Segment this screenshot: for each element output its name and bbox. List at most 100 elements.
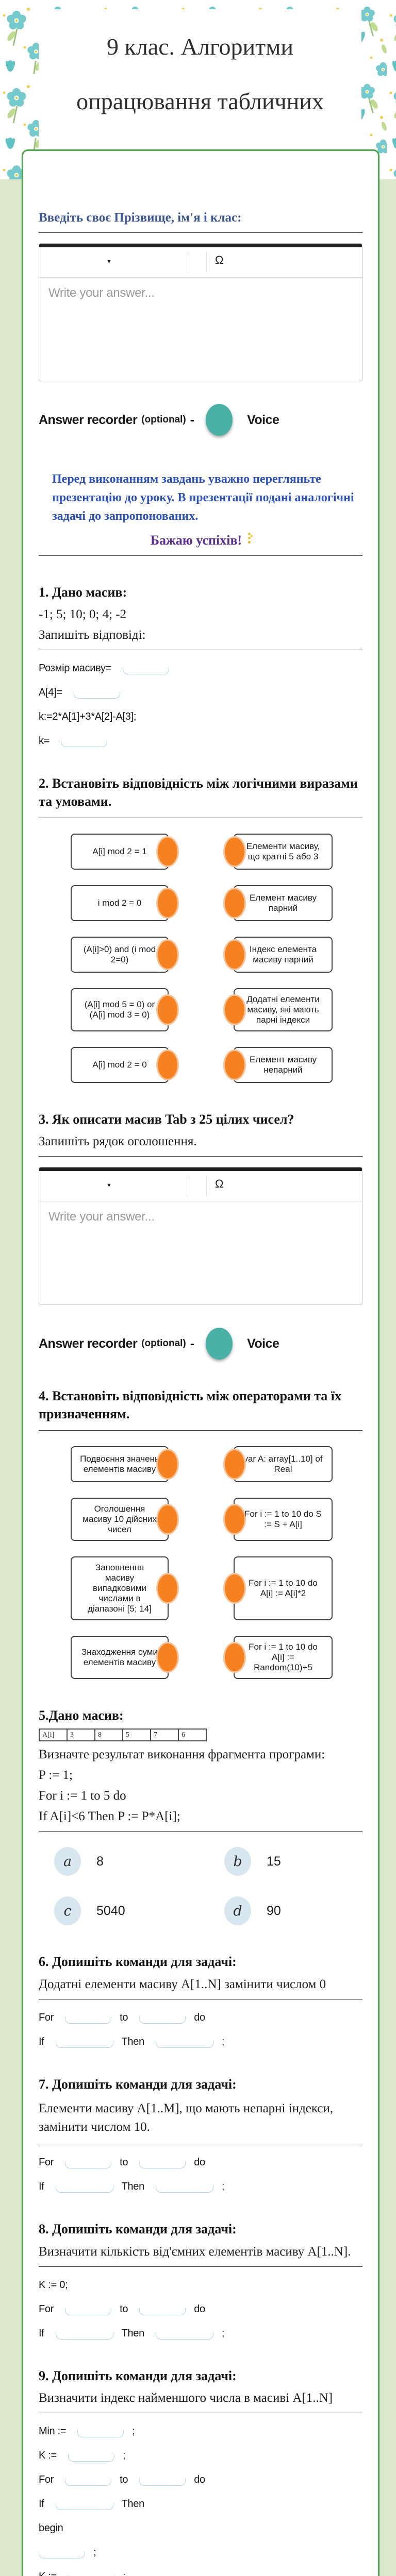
- q1-title: 1. Дано масив:: [39, 585, 127, 600]
- option-a[interactable]: a 8: [54, 1847, 224, 1876]
- special-characters-button[interactable]: Ω: [215, 253, 224, 266]
- match-right-box[interactable]: var A: array[1..10] of Real: [223, 1446, 333, 1482]
- match-left-box[interactable]: A[i] mod 2 = 1: [71, 833, 179, 870]
- match-pair-row: Знаходження суми елементів масиву For i …: [71, 1635, 362, 1679]
- connector-dot-icon[interactable]: [156, 1448, 179, 1480]
- connector-dot-icon[interactable]: [156, 1572, 179, 1604]
- table-row: A[i] 3 8 5 7 6: [39, 1728, 207, 1742]
- connector-dot-icon[interactable]: [156, 994, 179, 1025]
- answer-blank[interactable]: [155, 2185, 213, 2193]
- optional-label: (optional): [141, 414, 186, 425]
- connector-dot-icon[interactable]: [223, 1503, 246, 1535]
- voice-record-button[interactable]: [206, 1328, 233, 1360]
- answer-blank[interactable]: [123, 667, 170, 675]
- connector-dot-icon[interactable]: [223, 1641, 246, 1673]
- match-right-box[interactable]: For i := 1 to 10 do A[i] := A[i]*2: [223, 1556, 333, 1620]
- answer-blank[interactable]: [55, 2185, 113, 2193]
- voice-record-button[interactable]: [206, 404, 233, 436]
- match-left-box[interactable]: A[i] mod 2 = 0: [71, 1046, 179, 1083]
- connector-dot-icon[interactable]: [223, 994, 246, 1025]
- answer-blank[interactable]: [139, 2478, 186, 2486]
- connector-dot-icon[interactable]: [156, 887, 179, 919]
- match-left-box[interactable]: Знаходження суми елементів масиву: [71, 1635, 179, 1679]
- match-left-box[interactable]: i mod 2 = 0: [71, 885, 179, 921]
- option-value: 15: [267, 1854, 281, 1869]
- match-pair-row: Заповнення масиву випадковими числами в …: [71, 1556, 362, 1620]
- answer-blank[interactable]: [77, 2430, 124, 2437]
- match-right-label: For i := 1 to 10 do S := S + A[i]: [244, 1509, 322, 1529]
- q5-code-line: P := 1;: [39, 1768, 73, 1783]
- answer-blank[interactable]: [39, 2551, 85, 2558]
- match-left-box[interactable]: Подвоєння значень елементів масиву: [71, 1446, 179, 1482]
- option-c[interactable]: c 5040: [54, 1896, 224, 1926]
- answer-blank[interactable]: [55, 2332, 113, 2340]
- answer-blank[interactable]: [65, 2478, 112, 2486]
- connector-dot-icon[interactable]: [156, 939, 179, 970]
- connector-dot-icon[interactable]: [223, 1448, 246, 1480]
- connector-dot-icon[interactable]: [223, 1572, 246, 1604]
- chevron-down-icon[interactable]: ▼: [106, 1182, 112, 1189]
- divider: [39, 1156, 362, 1157]
- match-right-label: Елементи масиву, що кратні 5 або 3: [246, 841, 320, 861]
- answer-textarea[interactable]: Write your answer...: [48, 1210, 155, 1224]
- intro-text: Перед виконанням завдань уважно переглян…: [52, 472, 354, 523]
- match-left-label: (A[i]>0) and (i mod 2=0): [83, 944, 156, 964]
- answer-recorder-row: Answer recorder (optional) - Voice: [39, 404, 362, 436]
- answer-blank[interactable]: [68, 2454, 114, 2462]
- special-characters-button[interactable]: Ω: [215, 1177, 224, 1191]
- answer-blank[interactable]: [139, 2308, 186, 2315]
- match-right-box[interactable]: For i := 1 to 10 do A[i] := Random(10)+5: [223, 1635, 333, 1679]
- answer-blank[interactable]: [139, 2161, 186, 2169]
- match-left-box[interactable]: Оголошення масиву 10 дійсних чисел: [71, 1497, 179, 1541]
- q8-title: 8. Допишіть команди для задачі:: [39, 2222, 237, 2237]
- option-d[interactable]: d 90: [224, 1896, 362, 1926]
- connector-dot-icon[interactable]: [156, 1503, 179, 1535]
- connector-dot-icon[interactable]: [223, 939, 246, 970]
- match-right-box[interactable]: Індекс елемента масиву парний: [223, 936, 333, 973]
- match-right-box[interactable]: Додатні елементи масиву, які мають парні…: [223, 988, 333, 1031]
- match-pair-row: (A[i]>0) and (i mod 2=0) Індекс елемента…: [71, 936, 362, 973]
- answer-blank[interactable]: [55, 2040, 113, 2048]
- array-cell: 5: [122, 1728, 151, 1742]
- worksheet-card: Введіть своє Прізвище, ім'я і клас: ▼ Ω …: [22, 149, 380, 2576]
- divider: [39, 2266, 362, 2267]
- match-left-box[interactable]: (A[i]>0) and (i mod 2=0): [71, 936, 179, 973]
- answer-blank[interactable]: [155, 2332, 213, 2340]
- connector-dot-icon[interactable]: [156, 1641, 179, 1673]
- dash-label: -: [190, 1336, 195, 1351]
- match-right-box[interactable]: For i := 1 to 10 do S := S + A[i]: [223, 1497, 333, 1541]
- connector-dot-icon[interactable]: [156, 836, 179, 867]
- answer-blank[interactable]: [73, 691, 120, 699]
- connector-dot-icon[interactable]: [223, 836, 246, 867]
- match-left-box[interactable]: Заповнення масиву випадковими числами в …: [71, 1556, 179, 1620]
- match-right-box[interactable]: Елементи масиву, що кратні 5 або 3: [223, 833, 333, 870]
- q5-title: 5.Дано масив:: [39, 1707, 124, 1723]
- answer-recorder-label: Answer recorder: [39, 1336, 138, 1351]
- connector-dot-icon[interactable]: [156, 1049, 179, 1080]
- connector-dot-icon[interactable]: [223, 1049, 246, 1080]
- option-b[interactable]: b 15: [224, 1847, 362, 1876]
- answer-blank[interactable]: [139, 2016, 186, 2024]
- match-left-label: Подвоєння значень елементів масиву: [80, 1453, 159, 1474]
- answer-blank[interactable]: [68, 2575, 114, 2576]
- answer-blank[interactable]: [65, 2308, 112, 2315]
- match-right-box[interactable]: Елемент масиву непарний: [223, 1046, 333, 1083]
- match-right-box[interactable]: Елемент масиву парний: [223, 885, 333, 921]
- connector-dot-icon[interactable]: [223, 887, 246, 919]
- chevron-down-icon[interactable]: ▼: [106, 259, 112, 265]
- answer-blank[interactable]: [65, 2016, 112, 2024]
- answer-recorder-label: Answer recorder: [39, 412, 138, 427]
- answer-blank[interactable]: [55, 2502, 113, 2510]
- answer-blank[interactable]: [61, 740, 108, 748]
- array-cell: 6: [178, 1728, 207, 1742]
- q8-desc: Визначити кількість від'ємних елементів …: [39, 2244, 351, 2259]
- answer-blank[interactable]: [65, 2161, 112, 2169]
- answer-blank[interactable]: [155, 2040, 213, 2048]
- choice-options: a 8 b 15 c 5040 d 90: [54, 1847, 362, 1926]
- match-left-box[interactable]: (A[i] mod 5 = 0) or (A[i] mod 3 = 0): [71, 988, 179, 1031]
- answer-textarea[interactable]: Write your answer...: [48, 286, 155, 300]
